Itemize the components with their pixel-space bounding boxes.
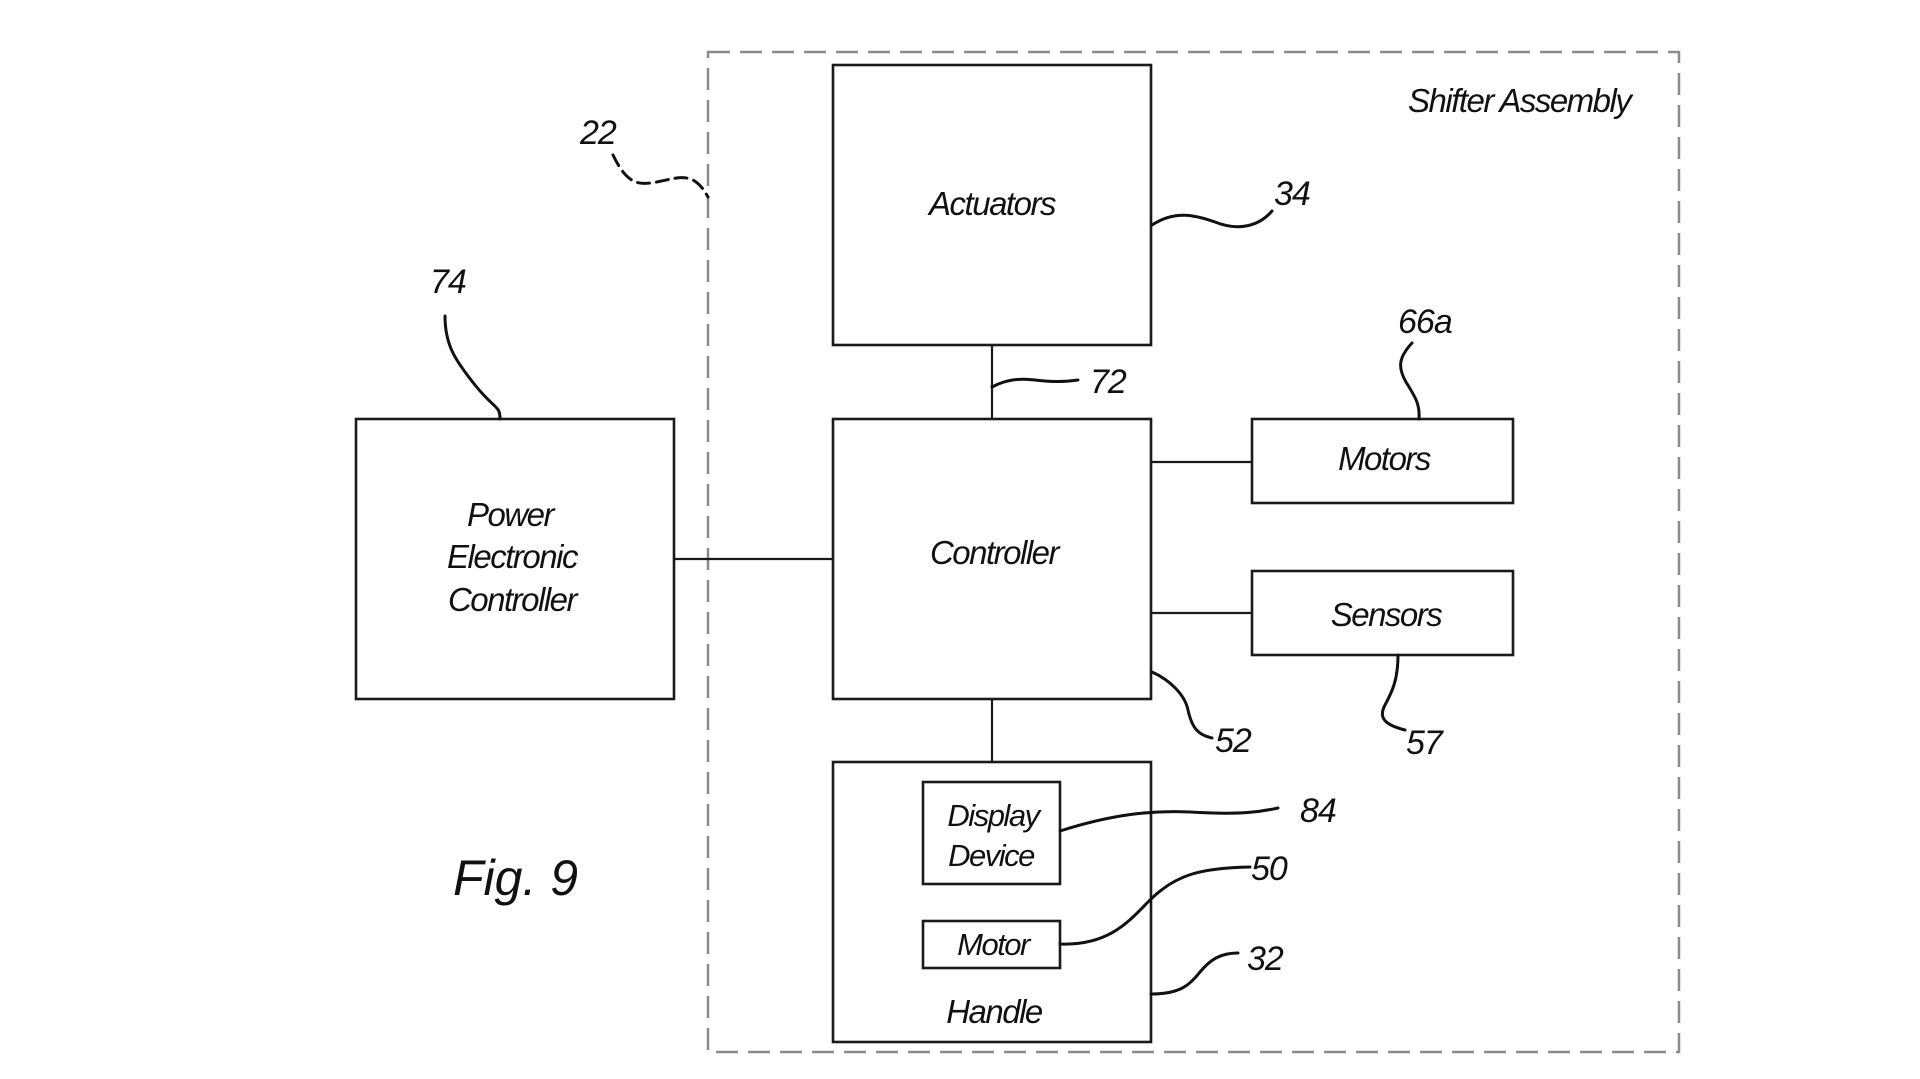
handle-motor-block[interactable] bbox=[921, 919, 1062, 970]
actuators-block[interactable] bbox=[831, 63, 1153, 347]
leader-74 bbox=[443, 314, 502, 421]
leader-32 bbox=[1149, 951, 1240, 996]
handle-label: Handle bbox=[946, 993, 1043, 1030]
ref-84: 84 bbox=[1300, 792, 1336, 830]
leader-72 bbox=[990, 377, 1080, 389]
display-device-block[interactable] bbox=[921, 780, 1062, 886]
ref-52: 52 bbox=[1215, 722, 1252, 760]
pec-label-line-1: Power bbox=[467, 496, 557, 533]
ref-72: 72 bbox=[1090, 363, 1127, 401]
handle-motor-label: Motor bbox=[957, 927, 1032, 962]
shifter-assembly-boundary bbox=[706, 50, 1681, 1054]
motors-block[interactable] bbox=[1250, 417, 1515, 505]
actuators-label: Actuators bbox=[927, 185, 1056, 222]
motors-label: Motors bbox=[1338, 440, 1431, 477]
ref-22: 22 bbox=[579, 114, 617, 152]
ref-50: 50 bbox=[1251, 850, 1288, 888]
sensors-label: Sensors bbox=[1331, 596, 1443, 633]
ref-34: 34 bbox=[1274, 175, 1310, 213]
display-label-line-2: Device bbox=[948, 838, 1035, 873]
ref-66a: 66a bbox=[1398, 303, 1452, 341]
controller-label: Controller bbox=[930, 534, 1062, 571]
ref-57: 57 bbox=[1406, 724, 1444, 762]
ref-32: 32 bbox=[1247, 940, 1284, 978]
figure-caption: Fig. 9 bbox=[453, 850, 578, 906]
leader-57 bbox=[1380, 653, 1407, 732]
leader-66a bbox=[1399, 341, 1421, 421]
pec-label-line-3: Controller bbox=[448, 581, 580, 618]
leader-22 bbox=[611, 153, 710, 199]
sensors-block[interactable] bbox=[1250, 569, 1515, 657]
leader-50 bbox=[1058, 865, 1252, 946]
shifter-assembly-label: Shifter Assembly bbox=[1408, 82, 1634, 119]
pec-label-line-2: Electronic bbox=[447, 538, 579, 575]
leader-52 bbox=[1150, 670, 1214, 740]
leader-84 bbox=[1058, 806, 1280, 833]
display-label-line-1: Display bbox=[947, 798, 1042, 833]
ref-74: 74 bbox=[430, 263, 466, 301]
leader-34 bbox=[1150, 209, 1274, 229]
